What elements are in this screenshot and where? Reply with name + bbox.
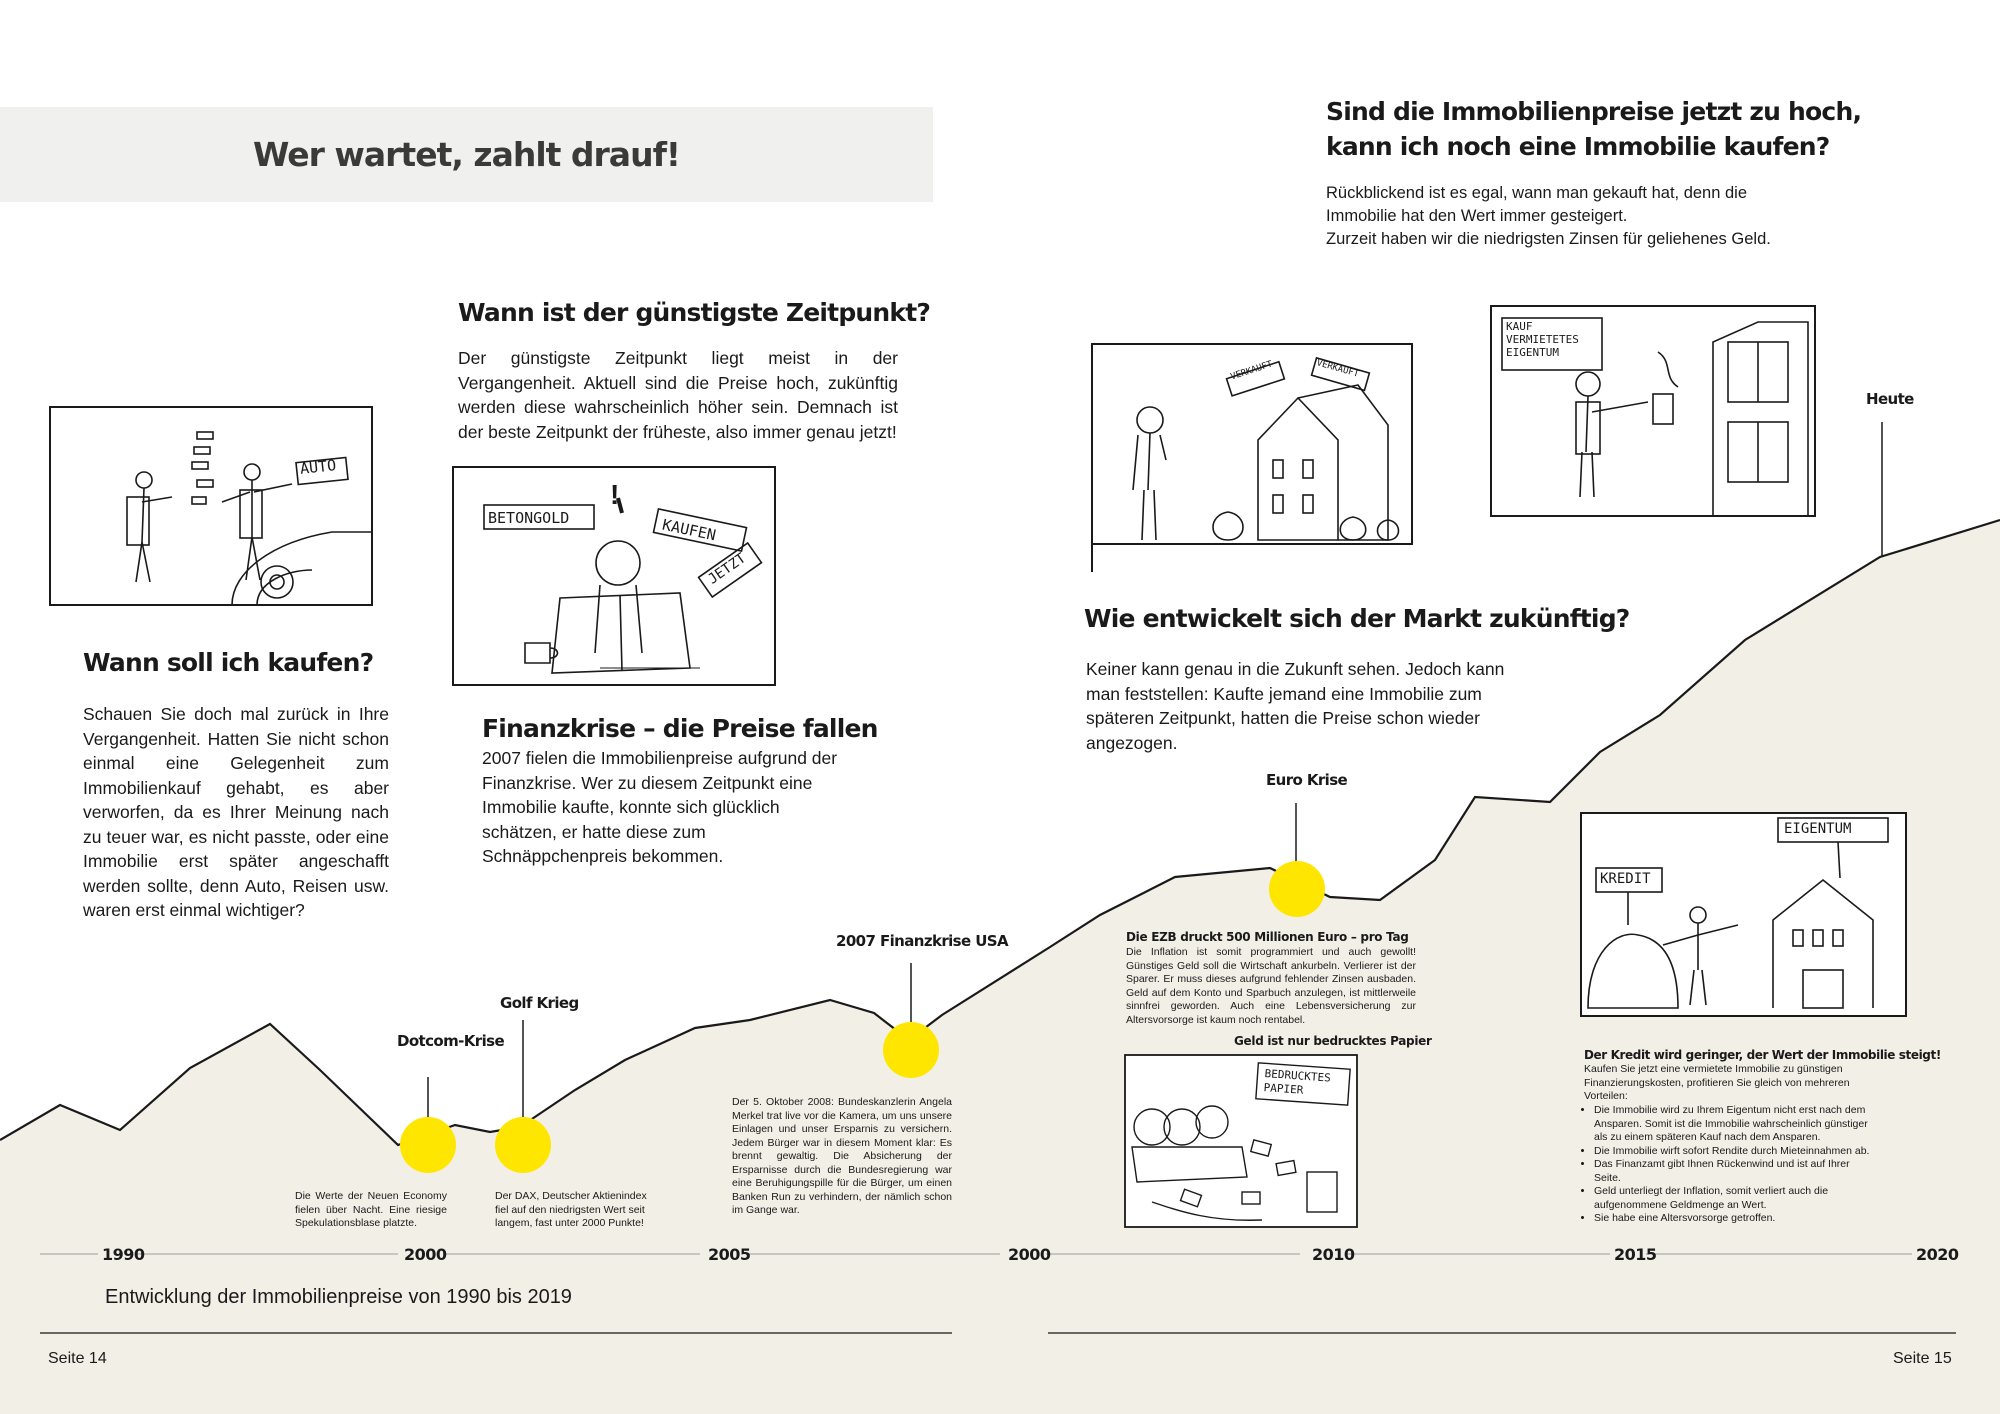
sketch-exclamation: ! — [610, 479, 620, 510]
year-2000-b: 2000 — [1008, 1245, 1051, 1264]
label-euro-krise: Euro Krise — [1266, 771, 1348, 789]
list-item: Die Immobilie wirft sofort Rendite durch… — [1594, 1145, 1874, 1159]
note-ezb-text: Die Inflation ist somit programmiert und… — [1126, 946, 1416, 1026]
sketch-auto-drawing — [49, 406, 373, 606]
sketch-label-eigentum: EIGENTUM — [1784, 821, 1852, 837]
note-kredit-text: Kaufen Sie jetzt eine vermietete Immobil… — [1584, 1063, 1850, 1102]
list-item: Das Finanzamt gibt Ihnen Rückenwind und … — [1594, 1158, 1874, 1185]
sketch-auto: AUTO — [42, 392, 397, 617]
note-golf: Der DAX, Deutscher Aktienindex fiel auf … — [495, 1190, 647, 1229]
sketch-betongold-drawing — [452, 466, 776, 686]
sketch-kredit-eigentum: EIGENTUM KREDIT — [1578, 810, 1910, 1020]
heading-zu-hoch-1: Sind die Immobilienpreise jetzt zu hoch, — [1326, 97, 1862, 126]
price-curve — [0, 518, 2000, 1147]
page-number-right: Seite 15 — [1893, 1350, 1952, 1367]
page-number-left: Seite 14 — [48, 1350, 107, 1367]
note-finanz: Der 5. Oktober 2008: Bundeskanzlerin Ang… — [732, 1096, 952, 1216]
sketch-label-kredit: KREDIT — [1600, 871, 1651, 887]
heading-finanzkrise: Finanzkrise – die Preise fallen — [482, 714, 878, 743]
sketch-verkauft-drawing — [1091, 343, 1413, 572]
year-2010: 2010 — [1312, 1245, 1355, 1264]
dot-golf — [495, 1117, 551, 1173]
label-golf-krieg: Golf Krieg — [500, 994, 579, 1012]
sketch-betongold: BETONGOLD ! KAUFEN JETZT — [450, 463, 782, 688]
sketch-bedrucktes-papier: BEDRUCKTES PAPIER — [1122, 1052, 1362, 1232]
year-1990: 1990 — [102, 1245, 145, 1264]
heading-zu-hoch-2: kann ich noch eine Immobilie kaufen? — [1326, 132, 1830, 161]
label-finanzkrise-usa: 2007 Finanzkrise USA — [836, 932, 1009, 950]
heading-markt: Wie entwickelt sich der Markt zukünftig? — [1084, 604, 1630, 633]
sketch-kauf-vermietet: KAUF VERMIETETES EIGENTUM — [1488, 302, 1818, 520]
chart-caption: Entwicklung der Immobilienpreise von 199… — [105, 1286, 572, 1308]
year-2015: 2015 — [1614, 1245, 1657, 1264]
list-item: Geld unterliegt der Inflation, somit ver… — [1594, 1185, 1874, 1212]
text-zeitpunkt: Der günstigste Zeitpunkt liegt meist in … — [458, 348, 898, 442]
title-banner — [0, 107, 933, 202]
label-dotcom: Dotcom-Krise — [397, 1032, 505, 1050]
list-item: Sie habe eine Altersvorsorge getroffen. — [1594, 1212, 1874, 1226]
dot-euro — [1269, 861, 1325, 917]
year-2020: 2020 — [1916, 1245, 1959, 1264]
note-papier-title: Geld ist nur bedrucktes Papier — [1234, 1034, 1432, 1048]
price-area — [0, 520, 2000, 1414]
sketch-kredit-eigentum-drawing — [1580, 812, 1907, 1017]
sketch-papier-drawing — [1124, 1054, 1358, 1228]
text-zu-hoch-2: Zurzeit haben wir die niedrigsten Zinsen… — [1326, 230, 1771, 248]
note-kredit-list: Die Immobilie wird zu Ihrem Eigentum nic… — [1584, 1104, 1874, 1226]
sketch-label-auto: AUTO — [299, 456, 337, 478]
list-item: Die Immobilie wird zu Ihrem Eigentum nic… — [1594, 1104, 1874, 1145]
sketch-verkauft: VERKAUFT VERKAUFT — [1088, 340, 1418, 575]
sketch-kauf-vermietet-drawing — [1490, 305, 1816, 517]
heading-zeitpunkt: Wann ist der günstigste Zeitpunkt? — [458, 298, 931, 327]
sketch-label-betongold: BETONGOLD — [488, 509, 570, 527]
sketch-label-papier: BEDRUCKTES PAPIER — [1263, 1067, 1332, 1097]
label-heute: Heute — [1866, 390, 1914, 408]
note-dotcom: Die Werte der Neuen Economy fielen über … — [295, 1190, 447, 1229]
year-2000: 2000 — [404, 1245, 447, 1264]
note-ezb-title: Die EZB druckt 500 Millionen Euro – pro … — [1126, 930, 1409, 944]
dot-dotcom — [400, 1117, 456, 1173]
heading-wann-kaufen: Wann soll ich kaufen? — [83, 648, 374, 677]
sketch-label-kauf-vermietetes: KAUF VERMIETETES EIGENTUM — [1506, 320, 1579, 359]
text-zu-hoch-1: Rückblickend ist es egal, wann man gekau… — [1326, 184, 1748, 225]
note-kredit-title: Der Kredit wird geringer, der Wert der I… — [1584, 1048, 1941, 1062]
text-finanzkrise: 2007 fielen die Immobilienpreise aufgrun… — [482, 748, 838, 866]
text-markt: Keiner kann genau in die Zukunft sehen. … — [1086, 659, 1505, 753]
year-2005: 2005 — [708, 1245, 751, 1264]
dot-finanz — [883, 1022, 939, 1078]
text-wann-kaufen: Schauen Sie doch mal zurück in Ihre Verg… — [83, 704, 389, 920]
page-title: Wer wartet, zahlt drauf! — [253, 135, 681, 174]
